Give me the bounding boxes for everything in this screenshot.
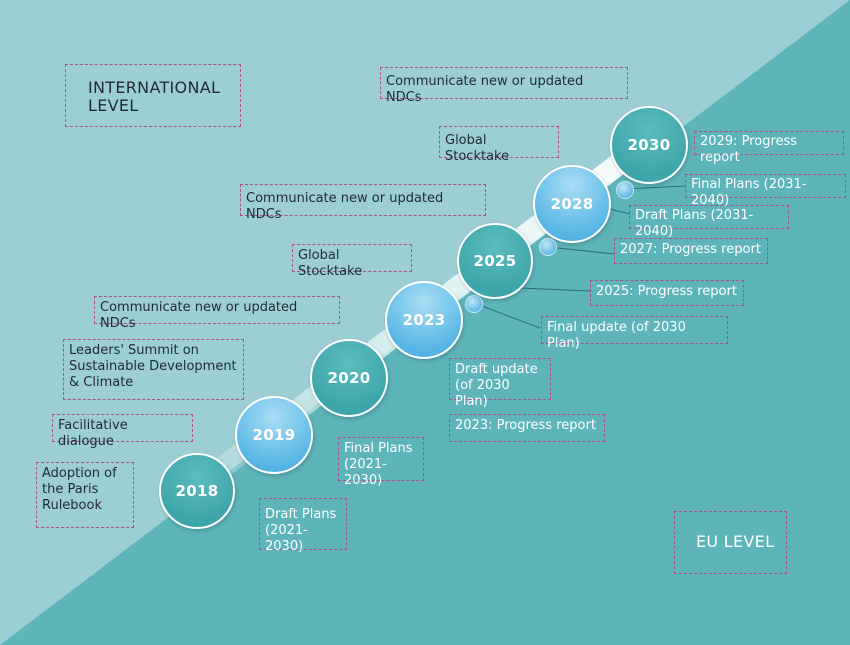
- event-progress-2023: 2023: Progress report: [449, 414, 605, 442]
- event-ndcs-2030: Communicate new or updated NDCs: [380, 67, 628, 105]
- event-final-plans-2021: Final Plans (2021-2030): [338, 437, 424, 488]
- event-final-plans-2031: Final Plans (2031-2040): [685, 174, 846, 208]
- eu-level-label: EU LEVEL: [674, 511, 787, 574]
- milestone-2023: 2023: [385, 281, 463, 359]
- event-final-update-2030: Final update (of 2030 Plan): [541, 316, 728, 351]
- international-level-label: INTERNATIONAL LEVEL: [65, 64, 241, 127]
- event-leaders-summit: Leaders' Summit on Sustainable Developme…: [63, 339, 244, 400]
- connector-line: [623, 185, 686, 190]
- connector-line: [519, 287, 591, 292]
- event-ndcs-2025: Communicate new or updated NDCs: [240, 184, 486, 222]
- event-facilitative-dialogue: Facilitative dialogue: [52, 414, 193, 449]
- event-stocktake-2028: Global Stocktake: [439, 126, 559, 164]
- connector-line: [473, 302, 541, 329]
- event-progress-2025: 2025: Progress report: [590, 280, 744, 306]
- event-draft-plans-2021: Draft Plans (2021-2030): [259, 498, 347, 554]
- event-progress-2029: 2029: Progress report: [694, 131, 844, 165]
- event-draft-plans-2031: Draft Plans (2031-2040): [629, 205, 789, 239]
- connector-dot: [539, 238, 557, 256]
- connector-line: [547, 246, 615, 255]
- milestone-2018: 2018: [159, 453, 235, 529]
- event-paris-rulebook: Adoption of the Paris Rulebook: [36, 462, 134, 528]
- milestone-2030: 2030: [610, 106, 688, 184]
- event-ndcs-2020: Communicate new or updated NDCs: [94, 296, 340, 331]
- event-draft-update-2030: Draft update (of 2030 Plan): [449, 358, 551, 409]
- milestone-2028: 2028: [533, 165, 611, 243]
- connector-dot: [465, 295, 483, 313]
- milestone-2019: 2019: [235, 396, 313, 474]
- event-stocktake-2023: Global Stocktake: [292, 244, 412, 279]
- milestone-2025: 2025: [457, 223, 533, 299]
- event-progress-2027: 2027: Progress report: [614, 238, 768, 264]
- connector-dot: [616, 181, 634, 199]
- milestone-2020: 2020: [310, 339, 388, 417]
